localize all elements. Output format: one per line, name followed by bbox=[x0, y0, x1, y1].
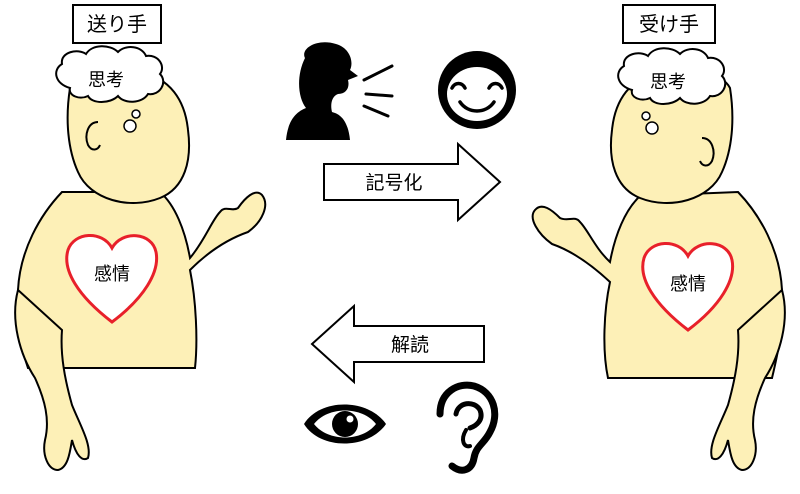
thought-dot bbox=[641, 111, 651, 121]
sender-title-box: 送り手 bbox=[72, 4, 162, 44]
ear-icon bbox=[436, 381, 499, 474]
decode-arrow: 解読 bbox=[310, 303, 485, 385]
thought-dot bbox=[131, 109, 141, 119]
sender-thought-label: 思考 bbox=[88, 70, 124, 91]
receiver-ear bbox=[699, 137, 715, 167]
encode-arrow: 記号化 bbox=[323, 141, 502, 223]
encode-arrow-label: 記号化 bbox=[365, 172, 422, 194]
sender-heart bbox=[65, 234, 159, 324]
sender-thought-cloud bbox=[55, 45, 165, 103]
thought-dot bbox=[645, 121, 659, 135]
sender-arm-left bbox=[14, 288, 90, 472]
receiver-figure: 思考 感情 bbox=[531, 47, 786, 472]
speaking-person-icon bbox=[286, 42, 358, 140]
decode-arrow-label: 解読 bbox=[391, 334, 429, 356]
thought-dot bbox=[123, 119, 137, 133]
sender-figure: 思考 感情 bbox=[14, 45, 267, 472]
receiver-title-box: 受け手 bbox=[622, 4, 716, 44]
receiver-thought-label: 思考 bbox=[650, 72, 686, 93]
sender-emotion-label: 感情 bbox=[94, 264, 130, 285]
receiver-title: 受け手 bbox=[639, 12, 699, 36]
receiver-arm-right bbox=[710, 288, 786, 472]
voice-lines-icon bbox=[362, 64, 394, 118]
receiver-emotion-label: 感情 bbox=[670, 274, 706, 295]
receiver-heart bbox=[641, 242, 735, 332]
sender-title: 送り手 bbox=[87, 12, 147, 36]
receiver-thought-cloud bbox=[617, 47, 727, 105]
smiling-face-icon bbox=[438, 51, 516, 129]
eye-icon bbox=[304, 404, 386, 444]
sender-ear bbox=[85, 121, 101, 151]
